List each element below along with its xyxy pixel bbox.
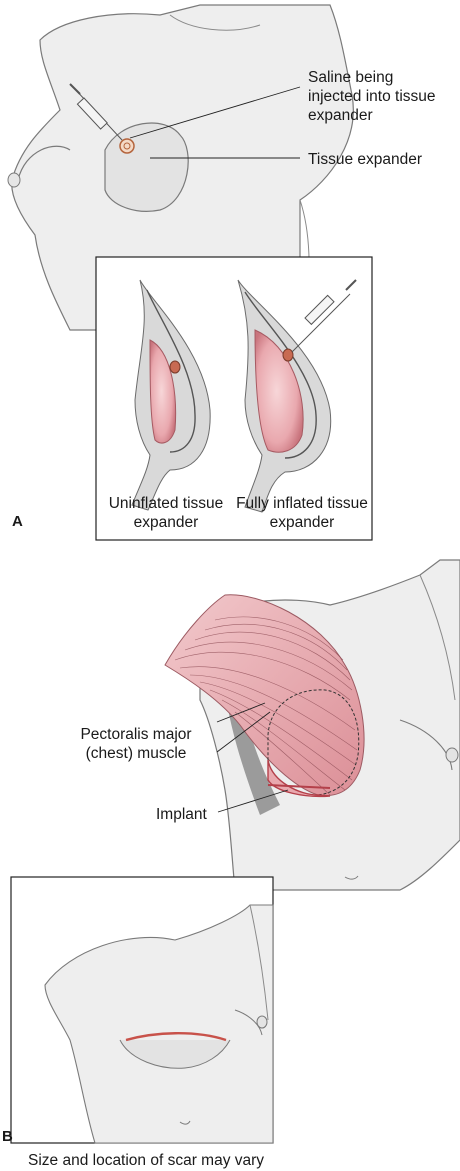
pectoralis-muscle [164, 594, 365, 797]
panel-letter-b: B [2, 1128, 13, 1145]
label-implant: Implant [156, 806, 207, 823]
leader-pectoralis-2 [216, 711, 271, 753]
torso-scar [44, 904, 274, 1144]
leader-implant [217, 789, 289, 813]
inflated-expander-diagram [237, 279, 357, 513]
syringe-icon-a [69, 83, 123, 141]
label-saline: Saline being injected into tissue expand… [308, 69, 436, 124]
label-fully-inflated: Fully inflated tissue expander [236, 495, 368, 531]
label-uninflated: Uninflated tissue expander [108, 495, 224, 531]
scar-caption: Size and location of scar may vary [28, 1152, 265, 1169]
leader-saline [129, 86, 301, 139]
tissue-expander-a [104, 122, 189, 212]
label-tissue-expander: Tissue expander [308, 151, 423, 168]
uninflated-expander-diagram [131, 279, 211, 511]
label-pectoralis: Pectoralis major (chest) muscle [80, 726, 192, 762]
leader-pectoralis-1 [216, 702, 266, 723]
panel-letter-a: A [12, 513, 23, 530]
implant-b [267, 689, 360, 798]
